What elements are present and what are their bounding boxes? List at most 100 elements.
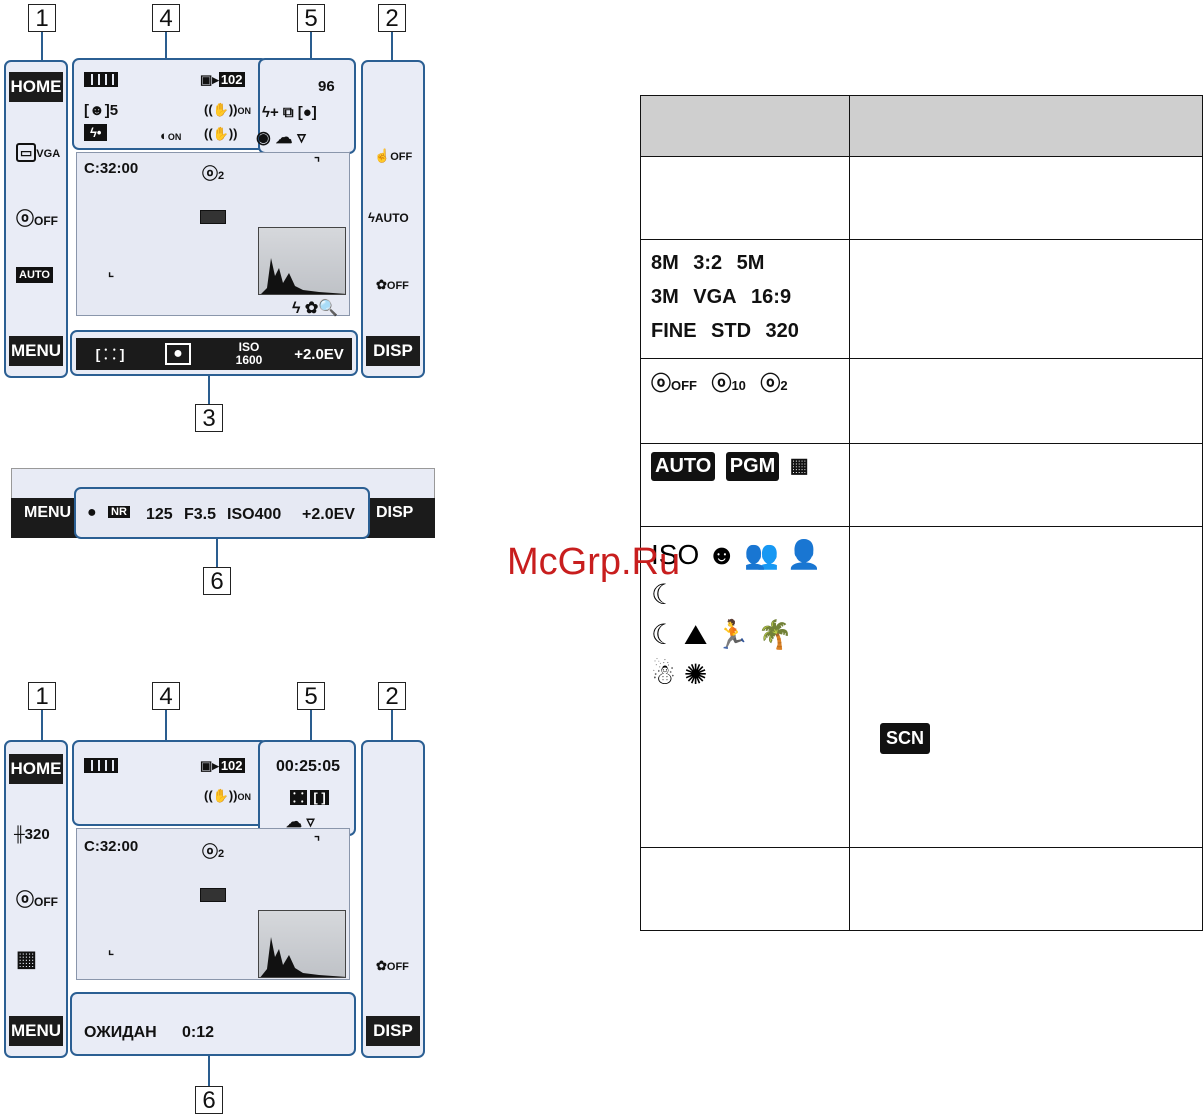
movie-320-icon: 320 [765, 320, 799, 342]
callout-2-bottom: 2 [378, 682, 406, 710]
desc-cell [849, 156, 1203, 240]
desc-cell [849, 847, 1203, 931]
mode-icons-cell: AUTO PGM ▦ [640, 443, 850, 527]
shots-remaining: 96 [318, 78, 335, 95]
self-timer-off-icon[interactable]: ⓞOFF [16, 209, 58, 229]
leader-line [391, 710, 393, 740]
status-panel-5 [258, 58, 356, 154]
callout-2-top: 2 [378, 4, 406, 32]
callout-1-top: 1 [28, 4, 56, 32]
movie-size-icon[interactable]: ╫320 [14, 826, 50, 843]
scene-mode-badge: SCN [880, 723, 931, 754]
menu-button[interactable]: MENU [9, 336, 63, 366]
macro-off-icon[interactable]: ☝OFF [374, 148, 413, 163]
home-button[interactable]: HOME [9, 72, 63, 102]
battery-icon [84, 72, 118, 87]
left-panel-2 [4, 740, 68, 1058]
movie-film-icon: ▦ [789, 455, 809, 477]
movie-fine-icon: FINE [651, 320, 697, 342]
callout-5-top: 5 [297, 4, 325, 32]
flash-auto-icon[interactable]: ϟAUTO [368, 210, 409, 225]
callout-6-strip: 6 [203, 567, 231, 595]
callout-3: 3 [195, 404, 223, 432]
movie-std-icon: STD [711, 320, 752, 342]
icon-cell [640, 847, 850, 931]
leader-line [208, 376, 210, 404]
iso-value: ISO400 [227, 506, 282, 523]
battery-warning-icon [200, 210, 226, 224]
self-timer-icon-2: ⓞ2 [202, 844, 225, 861]
af-frame-corner: ⌞ [108, 942, 115, 957]
self-timer-icon: ⓞ2 [202, 166, 225, 183]
reference-table: 8M 3:2 5M 3M VGA 16:9 FINE STD 320 ⓞOFF … [640, 95, 1203, 931]
disp-button-2[interactable]: DISP [366, 1016, 420, 1046]
icon-cell [640, 156, 850, 240]
callout-5-bottom: 5 [297, 682, 325, 710]
exposure-value: +2.0EV [302, 506, 355, 523]
header-cell [849, 95, 1203, 157]
histogram [258, 227, 346, 295]
scene-desc-cell: SCN [849, 526, 1203, 848]
disp-button[interactable]: DISP [366, 336, 420, 366]
leader-line [310, 32, 312, 60]
elapsed-time: 0:12 [182, 1024, 215, 1041]
stabilizer-icon-2: ((✋))ON [204, 788, 252, 803]
spot-dot-icon: ● [87, 504, 97, 521]
exposure-compensation[interactable]: +2.0EV [294, 345, 344, 363]
focus-off-icon-2[interactable]: ✿OFF [376, 958, 409, 973]
desc-cell [849, 443, 1203, 527]
size-3m-icon: 3M [651, 286, 679, 308]
stabilizer-auto-icon: ((✋)) [204, 126, 238, 141]
bottom-panel-6 [70, 992, 356, 1056]
desc-cell [849, 239, 1203, 359]
movie-mode-icon[interactable]: ▦ [16, 946, 37, 971]
scene-icons: ☁ ▿ [286, 814, 315, 831]
timer-2-icon: ⓞ2 [760, 373, 788, 395]
image-size-icons-cell: 8M 3:2 5M 3M VGA 16:9 FINE STD 320 [640, 239, 850, 359]
standby-status: ОЖИДАН [84, 1024, 157, 1041]
right-panel-2 [361, 740, 425, 1058]
focus-off-icon[interactable]: ✿OFF [376, 277, 409, 292]
spot-metering-icon[interactable]: ● [144, 338, 212, 370]
size-16-9-icon: 16:9 [751, 286, 792, 308]
program-mode-pill: PGM [725, 452, 780, 481]
battery-icon-2 [84, 758, 118, 773]
recording-time-2: C:32:00 [84, 838, 139, 855]
folder-icon: ▣▸102 [200, 72, 245, 87]
desc-cell [849, 358, 1203, 444]
red-eye-icon: ◉ ☁ ▿ [256, 128, 306, 147]
strip-menu-label[interactable]: MENU [24, 504, 72, 521]
leader-line [41, 32, 43, 60]
image-size-vga-icon[interactable]: ▭VGA [16, 143, 60, 162]
scene-icons-row-2: ☾ ⛰ 🏃 🌴 [651, 619, 793, 650]
callout-6-bottom: 6 [195, 1086, 223, 1114]
scene-icons-cell: ISO ☻ 👥 👤☾ ☾ ⛰ 🏃 🌴 ☃ ✺ [640, 526, 850, 848]
strip-disp-label[interactable]: DISP [376, 504, 414, 521]
flash-icon: ϟ• [84, 124, 108, 141]
menu-button-2[interactable]: MENU [9, 1016, 63, 1046]
leader-line [165, 32, 167, 60]
leader-line [216, 539, 218, 567]
callout-4-bottom: 4 [152, 682, 180, 710]
flash-small-icon: ϟ ✿🔍 [292, 300, 339, 317]
af-frame-corner: ⌞ [108, 264, 115, 279]
self-timer-off-icon-2[interactable]: ⓞOFF [16, 890, 58, 910]
callout-1-bottom: 1 [28, 682, 56, 710]
aperture: F3.5 [184, 506, 217, 523]
home-button-2[interactable]: HOME [9, 754, 63, 784]
auto-mode-pill: AUTO [651, 452, 716, 481]
leader-line [391, 32, 393, 60]
face-detect-count: [☻]5 [84, 102, 119, 119]
leader-line [310, 710, 312, 740]
size-3-2-icon: 3:2 [693, 252, 723, 274]
timer-icons-cell: ⓞOFF ⓞ10 ⓞ2 [640, 358, 850, 444]
scene-icons-row-1: ISO ☻ 👥 👤☾ [651, 539, 822, 610]
size-vga-icon: VGA [693, 286, 737, 308]
metering-icons: ⸬ [ ] [290, 788, 329, 806]
auto-mode-icon[interactable]: AUTO [16, 266, 53, 283]
metering-multi-icon[interactable]: [ ⸬ ] [95, 345, 125, 362]
size-5m-icon: 5M [736, 252, 765, 274]
folder-icon-2: ▣▸102 [200, 758, 245, 773]
